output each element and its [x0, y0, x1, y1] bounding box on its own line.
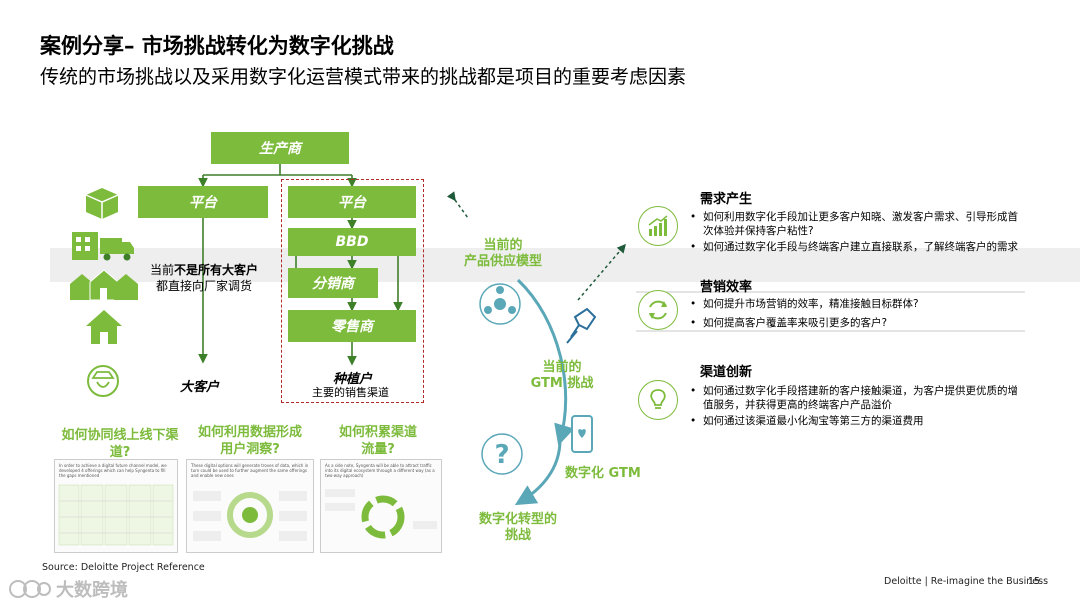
efficiency-bullet-1: •如何提升市场营销的效率，精准接触目标群体? — [690, 298, 919, 310]
watermark: 大数跨境 — [8, 576, 128, 602]
page-subtitle: 传统的市场挑战以及采用数字化运营模式带来的挑战都是项目的重要考虑因素 — [40, 66, 687, 88]
main-channel-highlight — [281, 179, 424, 403]
question-online-offline: 如何协同线上线下渠道? — [61, 428, 179, 460]
producer-box: 生产商 — [211, 132, 349, 164]
gtm-transform-label: 数字化转型的 挑战 — [478, 512, 557, 543]
smartphone-icon — [571, 415, 593, 453]
lightbulb-icon — [638, 380, 678, 420]
farmer-icon — [87, 365, 119, 397]
network-icon — [479, 283, 521, 325]
platform-box-right: 平台 — [288, 186, 416, 218]
bbd-box: BBD — [288, 228, 416, 256]
home-icon — [86, 310, 122, 344]
page-number: 15 — [1028, 576, 1041, 587]
platform-box-left: 平台 — [138, 186, 268, 218]
source-note: Source: Deloitte Project Reference — [42, 562, 205, 573]
retailer-box: 零售商 — [288, 310, 416, 342]
gtm-current-label: 当前的 GTM 挑战 — [530, 360, 594, 391]
growth-chart-icon — [638, 206, 678, 246]
farmer-sublabel: 主要的销售渠道 — [312, 386, 389, 399]
package-icon — [85, 188, 119, 219]
gtm-digital-label: 数字化 GTM — [565, 466, 641, 481]
question-user-insight: 如何利用数据形成用户洞察? — [197, 425, 302, 457]
question-traffic: 如何积累渠道流量? — [338, 425, 417, 457]
refresh-icon — [638, 290, 678, 330]
section-heading-demand: 需求产生 — [700, 192, 753, 207]
gtm-model-label: 当前的 产品供应模型 — [463, 238, 542, 269]
thumbnail-data-insight: These digital options will generate trov… — [186, 459, 314, 553]
demand-bullet-2: •如何通过数字化手段与终端客户建立直接联系，了解终端客户的需求 — [690, 241, 1018, 253]
thumbnail-offerings: In order to achieve a digital future cha… — [54, 459, 178, 553]
big-customer-label: 大客户 — [180, 380, 220, 395]
innovation-bullet-2: •如何通过该渠道最小化淘宝等第三方的渠道费用 — [690, 415, 924, 427]
footer-brand: Deloitte | Re-imagine the Business — [884, 576, 1049, 587]
svg-text:?: ? — [494, 440, 509, 470]
thumbnail-traffic: As a side note, Syngenta will be able to… — [320, 459, 442, 553]
efficiency-bullet-2: •如何提高客户覆盖率来吸引更多的客户? — [690, 317, 888, 329]
watermark-logo-icon — [9, 580, 51, 598]
channel-note: 当前不是所有大客户 都直接向厂家调货 — [150, 263, 259, 293]
farmer-label: 种植户 — [333, 372, 373, 387]
houses-icon — [70, 269, 138, 301]
warehouse-truck-icon — [72, 232, 134, 261]
innovation-bullet-1: •如何通过数字化手段搭建新的客户接触渠道，为客户提供更优质的增值服务，并获得更高… — [690, 385, 1018, 411]
section-heading-innovation: 渠道创新 — [700, 365, 753, 380]
background-band — [50, 248, 1080, 282]
section-heading-efficiency: 营销效率 — [700, 280, 753, 295]
question-mark-icon: ? — [481, 433, 523, 475]
distributor-box: 分销商 — [288, 268, 378, 298]
page-title: 案例分享– 市场挑战转化为数字化挑战 — [40, 34, 394, 58]
pushpin-icon — [566, 307, 597, 344]
demand-bullet-1: •如何利用数字化手段加让更多客户知晓、激发客户需求、引导形成首次体验并保持客户粘… — [690, 211, 1018, 237]
